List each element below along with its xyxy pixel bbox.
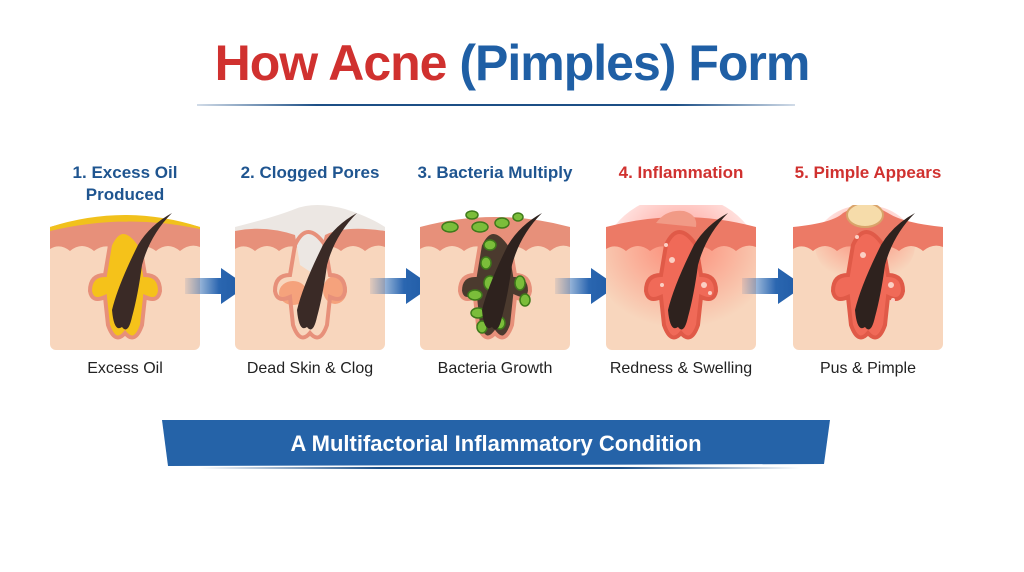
title-underline <box>197 104 795 106</box>
step-4-heading: 4. Inflammation <box>596 162 766 184</box>
step-1-heading-line2: Produced <box>85 185 165 204</box>
step-3-heading-line1: 3. Bacteria Multiply <box>417 163 573 182</box>
hair-follicle-pimple-icon <box>793 205 943 350</box>
title-part-blue: (Pimples) Form <box>459 35 810 91</box>
title-part-red: How Acne <box>214 35 448 91</box>
right-arrow-icon <box>742 268 804 304</box>
step-4-caption: Redness & Swelling <box>609 360 753 377</box>
step-5-caption: Pus & Pimple <box>819 360 917 377</box>
step-2-heading-line1: 2. Clogged Pores <box>240 163 380 182</box>
hair-follicle-bacteria-icon <box>420 210 570 350</box>
step-1-heading: 1. Excess Oil Produced <box>40 162 210 206</box>
step-5-heading-line1: 5. Pimple Appears <box>794 163 942 182</box>
page-title: How Acne (Pimples) Form <box>0 34 1024 92</box>
step-1-heading-line1: 1. Excess Oil <box>72 163 178 182</box>
step-5-heading: 5. Pimple Appears <box>783 162 953 184</box>
hair-follicle-excess-oil-icon <box>50 213 200 350</box>
banner-background <box>162 420 830 466</box>
banner-text: A Multifactorial Inflammatory Condition <box>290 431 702 456</box>
step-2-caption: Dead Skin & Clog <box>246 360 374 377</box>
step-3-caption: Bacteria Growth <box>437 360 553 377</box>
step-4-heading-line1: 4. Inflammation <box>618 163 744 182</box>
hair-follicle-clogged-pore-icon <box>235 205 385 350</box>
hair-follicle-inflamed-icon <box>606 205 756 350</box>
step-1-caption: Excess Oil <box>87 360 163 377</box>
banner-underline <box>200 467 800 469</box>
right-arrow-icon <box>555 268 617 304</box>
right-arrow-icon <box>185 268 247 304</box>
step-3-heading: 3. Bacteria Multiply <box>410 162 580 184</box>
right-arrow-icon <box>370 268 432 304</box>
step-2-heading: 2. Clogged Pores <box>225 162 395 184</box>
